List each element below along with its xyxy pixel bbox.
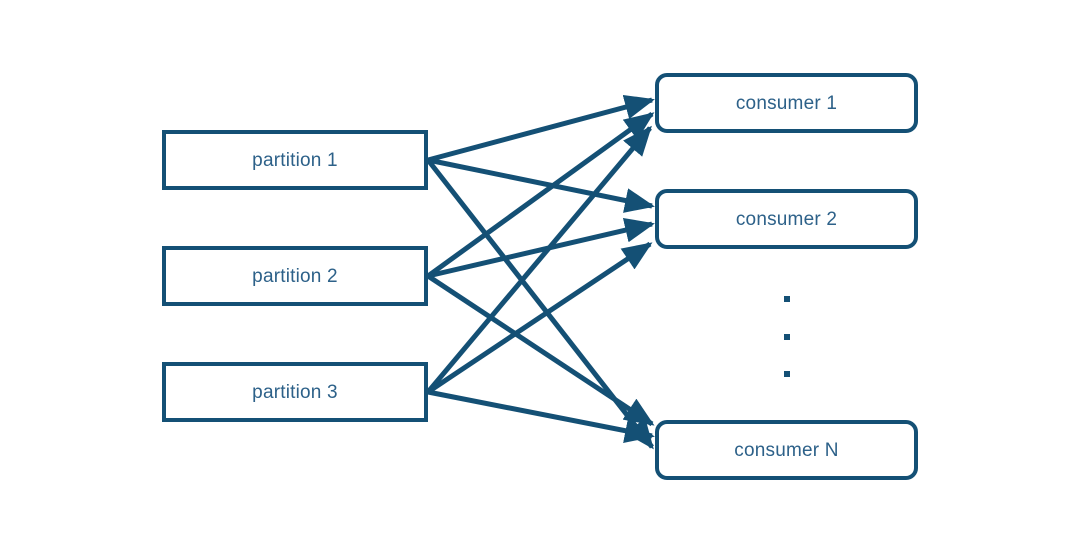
node-consumer-1[interactable]: consumer 1 xyxy=(655,73,918,133)
edge-edge-p3-c1 xyxy=(426,125,652,394)
edge-edge-p3-c2 xyxy=(426,241,653,395)
node-partition-3[interactable]: partition 3 xyxy=(162,362,428,422)
node-consumer-2[interactable]: consumer 2 xyxy=(655,189,918,249)
edge-edge-p1-c1 xyxy=(427,94,655,163)
edge-edge-p2-c2 xyxy=(427,217,655,279)
node-label: consumer N xyxy=(734,439,839,461)
ellipsis-dot-3 xyxy=(784,371,790,377)
ellipsis-dot-1 xyxy=(784,296,790,302)
edge-edge-p2-cn xyxy=(426,273,655,427)
edge-group xyxy=(426,94,655,450)
node-label: partition 3 xyxy=(252,381,338,403)
node-consumer-n[interactable]: consumer N xyxy=(655,420,918,480)
node-label: partition 1 xyxy=(252,149,338,171)
edge-edge-p2-c1 xyxy=(426,111,655,279)
node-partition-2[interactable]: partition 2 xyxy=(162,246,428,306)
node-label: consumer 1 xyxy=(735,92,838,114)
node-label: consumer 2 xyxy=(735,208,838,230)
node-label: partition 2 xyxy=(252,265,338,287)
ellipsis-dot-2 xyxy=(784,334,790,340)
node-partition-1[interactable]: partition 1 xyxy=(162,130,428,190)
edge-edge-p1-c2 xyxy=(427,157,655,213)
edge-edge-p3-cn xyxy=(427,389,655,444)
